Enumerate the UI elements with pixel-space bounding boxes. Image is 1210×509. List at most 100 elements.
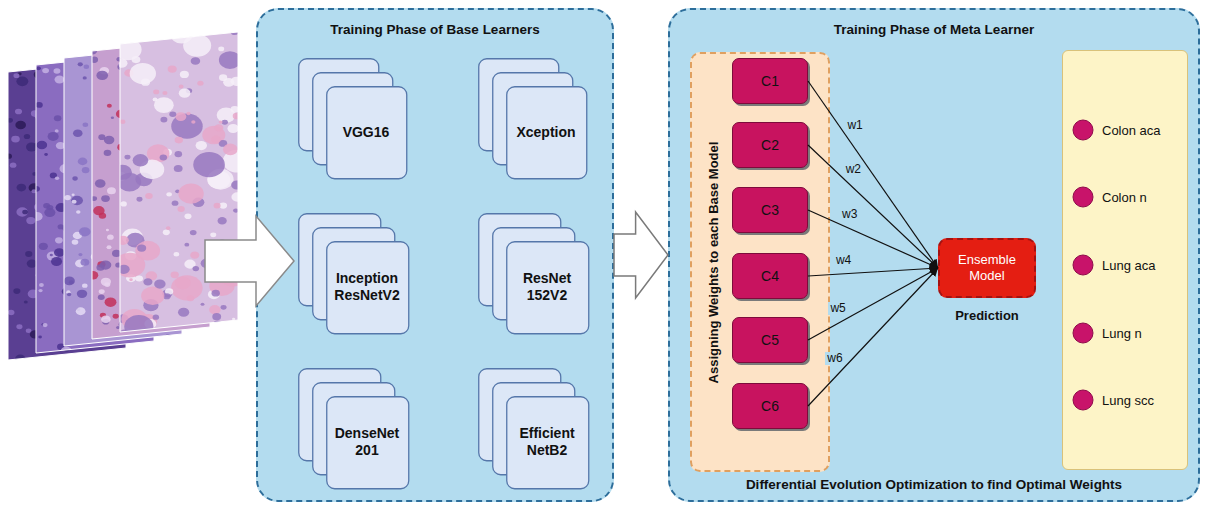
cell-nucleus xyxy=(134,72,145,81)
cell-nucleus xyxy=(121,296,126,300)
cell-nucleus xyxy=(140,360,151,369)
cell-nucleus xyxy=(117,63,125,70)
cell-nucleus xyxy=(107,235,114,240)
cell-nucleus xyxy=(113,47,121,54)
cell-nucleus xyxy=(50,173,57,179)
cell-nucleus xyxy=(16,324,22,329)
cell-nucleus xyxy=(174,316,182,322)
cell-nucleus xyxy=(113,317,124,326)
cell-nucleus xyxy=(28,290,39,299)
output-neuron xyxy=(1072,186,1094,208)
cell-nucleus xyxy=(199,224,207,230)
cell-nucleus xyxy=(137,244,146,251)
class-output: Colon n xyxy=(1072,186,1184,208)
cell-nucleus xyxy=(212,290,220,297)
cell-nucleus xyxy=(197,80,200,83)
cell-nucleus xyxy=(120,183,130,191)
cell-nucleus xyxy=(195,249,202,254)
cell-nucleus xyxy=(88,167,91,169)
cell-nucleus xyxy=(120,119,126,123)
cell-nucleus xyxy=(58,224,64,229)
cell-nucleus xyxy=(102,152,109,158)
cell-nucleus xyxy=(130,282,142,291)
cell-nucleus xyxy=(145,137,151,142)
cell-nucleus xyxy=(170,124,182,133)
cell-nucleus xyxy=(99,91,107,98)
cell-nucleus xyxy=(186,112,190,115)
base-model-box: VGG16 xyxy=(298,58,406,178)
cell-nucleus xyxy=(55,129,59,132)
cell-nucleus xyxy=(107,187,116,194)
cell-nucleus xyxy=(55,36,67,45)
cell-nucleus xyxy=(139,187,151,197)
cell-nucleus xyxy=(203,179,213,187)
cell-nucleus xyxy=(204,135,209,139)
cell-nucleus xyxy=(137,184,143,189)
cell-nucleus xyxy=(128,252,134,257)
cell-nucleus xyxy=(143,340,170,362)
cell-nucleus xyxy=(100,260,112,269)
cell-nucleus xyxy=(152,338,160,344)
cell-nucleus xyxy=(179,162,189,170)
cell-nucleus xyxy=(175,137,183,144)
cell-nucleus xyxy=(108,318,113,322)
tissue-slice-base xyxy=(64,46,182,346)
cell-nucleus xyxy=(153,89,159,94)
cell-nucleus xyxy=(120,326,125,330)
cell-nucleus xyxy=(99,234,108,242)
cell-nucleus xyxy=(110,97,122,106)
cell-nucleus xyxy=(11,136,20,143)
cell-nucleus xyxy=(152,126,162,134)
cell-nucleus xyxy=(223,144,238,156)
cell-nucleus xyxy=(154,97,174,113)
cell-nucleus xyxy=(99,170,102,173)
cell-nucleus xyxy=(45,29,53,36)
cell-nucleus xyxy=(140,273,148,279)
weight-label-holder: w1 xyxy=(845,119,864,132)
cell-nucleus xyxy=(98,39,102,42)
cell-nucleus xyxy=(148,293,155,298)
cell-nucleus xyxy=(68,37,76,43)
cell-nucleus xyxy=(118,27,128,35)
prediction-label: Prediction xyxy=(955,308,1019,323)
cell-nucleus xyxy=(75,261,79,264)
cell-nucleus xyxy=(56,142,65,149)
cell-nucleus xyxy=(28,42,33,46)
cell-nucleus xyxy=(189,199,193,202)
cell-nucleus xyxy=(198,138,203,142)
output-neuron-circle xyxy=(1073,187,1093,207)
cell-nucleus xyxy=(110,119,120,127)
cell-nucleus xyxy=(205,74,209,77)
cell-nucleus xyxy=(231,180,242,189)
output-neuron-circle xyxy=(1073,255,1093,275)
cell-nucleus xyxy=(16,207,28,216)
cell-nucleus xyxy=(156,91,159,94)
cell-nucleus xyxy=(147,350,155,357)
cell-nucleus xyxy=(113,165,132,180)
cell-nucleus xyxy=(55,53,60,57)
cell-nucleus xyxy=(232,318,235,321)
cell-nucleus xyxy=(66,291,75,298)
cell-nucleus xyxy=(197,293,204,299)
cell-nucleus xyxy=(108,63,115,68)
tissue-slice-edge xyxy=(8,60,126,360)
cell-nucleus xyxy=(219,330,231,339)
cell-nucleus xyxy=(77,36,83,41)
cell-nucleus xyxy=(133,148,136,151)
cell-nucleus xyxy=(82,273,93,282)
cell-nucleus xyxy=(113,205,121,211)
cell-nucleus xyxy=(183,34,211,56)
class-output: Lung scc xyxy=(1072,389,1184,411)
tissue-slice xyxy=(5,28,132,367)
cell-nucleus xyxy=(154,340,165,349)
cell-nucleus xyxy=(233,208,238,212)
class-output-label: Lung aca xyxy=(1102,258,1156,273)
weight-label-holder: w5 xyxy=(828,302,847,315)
cell-nucleus xyxy=(223,78,234,87)
cell-nucleus xyxy=(139,247,145,252)
cell-nucleus xyxy=(201,259,213,268)
cell-nucleus xyxy=(65,221,73,228)
cell-nucleus xyxy=(72,239,79,244)
cell-nucleus xyxy=(233,113,241,120)
cell-nucleus xyxy=(100,301,107,307)
